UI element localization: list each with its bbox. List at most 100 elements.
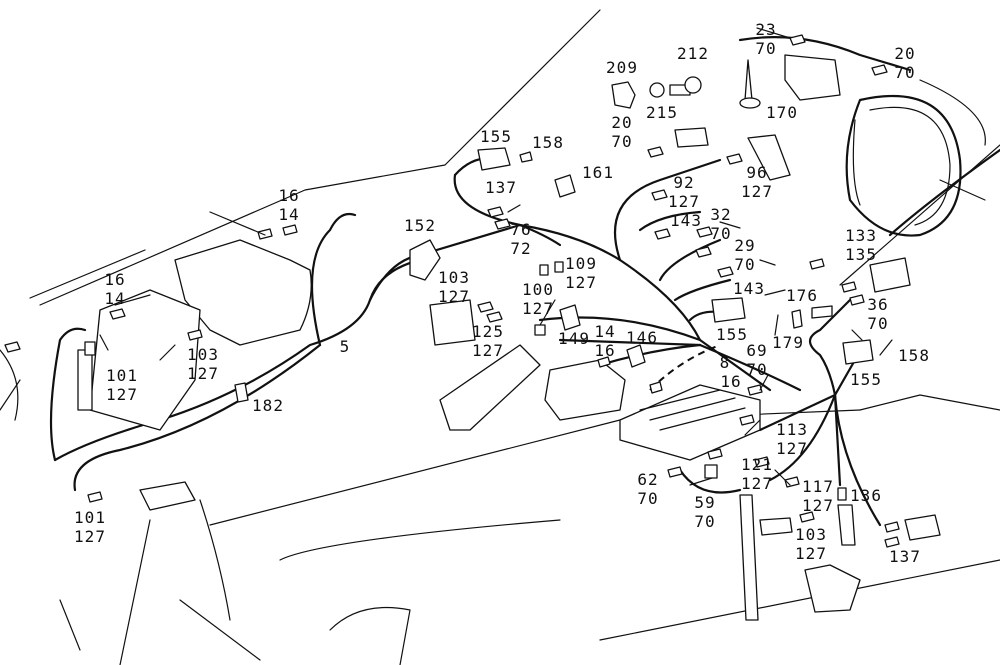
leader-lines (99, 27, 893, 486)
brake-reservoir (544, 359, 626, 421)
callout-209[interactable]: 209 (606, 58, 638, 77)
callout-number: 127 (187, 364, 219, 383)
callout-16-fusebox[interactable]: 16 (720, 372, 741, 391)
callout-number: 127 (668, 192, 700, 211)
callout-8[interactable]: 8 (720, 353, 731, 372)
callout-number: 14 (278, 205, 300, 224)
connector-152 (409, 239, 441, 281)
callout-number: 20 (894, 44, 916, 63)
callout-number: 125 (472, 322, 504, 341)
actuator-133 (869, 257, 911, 293)
callout-number: 20 (611, 113, 633, 132)
callout-number: 109 (565, 254, 597, 273)
wiper-motor (439, 344, 541, 431)
callout-158-right[interactable]: 158 (898, 346, 930, 365)
callout-number: 127 (522, 299, 554, 318)
callout-number: 70 (637, 489, 659, 508)
callout-143-bottom[interactable]: 143 (733, 279, 765, 298)
switch-103-low (759, 517, 793, 536)
callout-number: 70 (755, 39, 777, 58)
callout-number: 101 (74, 508, 106, 527)
callout-number: 135 (845, 245, 877, 264)
pump-101 (139, 481, 196, 511)
callout-152[interactable]: 152 (404, 216, 436, 235)
callout-number: 127 (795, 544, 827, 563)
callout-158-top[interactable]: 158 (532, 133, 564, 152)
callout-number: 103 (438, 268, 470, 287)
callout-137-top[interactable]: 137 (485, 178, 517, 197)
callout-number: 70 (694, 512, 716, 531)
callout-161[interactable]: 161 (582, 163, 614, 182)
callout-number: 137 (889, 547, 921, 566)
callout-number: 155 (850, 370, 882, 389)
callout-number: 127 (74, 527, 106, 546)
wire-tags (4, 34, 900, 548)
callout-5[interactable]: 5 (340, 337, 351, 356)
callout-number: 100 (522, 280, 554, 299)
callout-215[interactable]: 215 (646, 103, 678, 122)
callout-number: 70 (734, 255, 756, 274)
callout-155-top[interactable]: 155 (480, 127, 512, 146)
switch-155-mid (711, 297, 746, 323)
callout-number: 158 (532, 133, 564, 152)
callout-number: 117 (802, 477, 834, 496)
callout-number: 70 (710, 224, 732, 243)
wiring-harness (49, 36, 1000, 527)
callout-number: 127 (776, 439, 808, 458)
callout-212[interactable]: 212 (677, 44, 709, 63)
callout-170[interactable]: 170 (766, 103, 798, 122)
reservoir-tank (174, 239, 312, 346)
callout-number: 212 (677, 44, 709, 63)
callout-number: 133 (845, 226, 877, 245)
callout-number: 14 (594, 322, 616, 341)
clip-182 (234, 382, 249, 403)
callout-number: 101 (106, 366, 138, 385)
callout-number: 182 (252, 396, 284, 415)
callout-number: 127 (438, 287, 470, 306)
callout-182[interactable]: 182 (252, 396, 284, 415)
callout-143-top[interactable]: 143 (670, 211, 702, 230)
callout-number: 158 (898, 346, 930, 365)
callout-number: 36 (867, 295, 889, 314)
callout-136[interactable]: 136 (850, 486, 882, 505)
clip-179 (791, 309, 803, 329)
callout-179[interactable]: 179 (772, 333, 804, 352)
callout-176[interactable]: 176 (786, 286, 818, 305)
bolt-176 (811, 305, 833, 319)
callout-155-mid[interactable]: 155 (716, 325, 748, 344)
switch-155-top (477, 147, 511, 171)
callout-146[interactable]: 146 (626, 328, 658, 347)
callout-number: 113 (776, 420, 808, 439)
callout-149[interactable]: 149 (558, 329, 590, 348)
callout-137-bottom[interactable]: 137 (889, 547, 921, 566)
components (77, 54, 941, 621)
callout-155-right[interactable]: 155 (850, 370, 882, 389)
